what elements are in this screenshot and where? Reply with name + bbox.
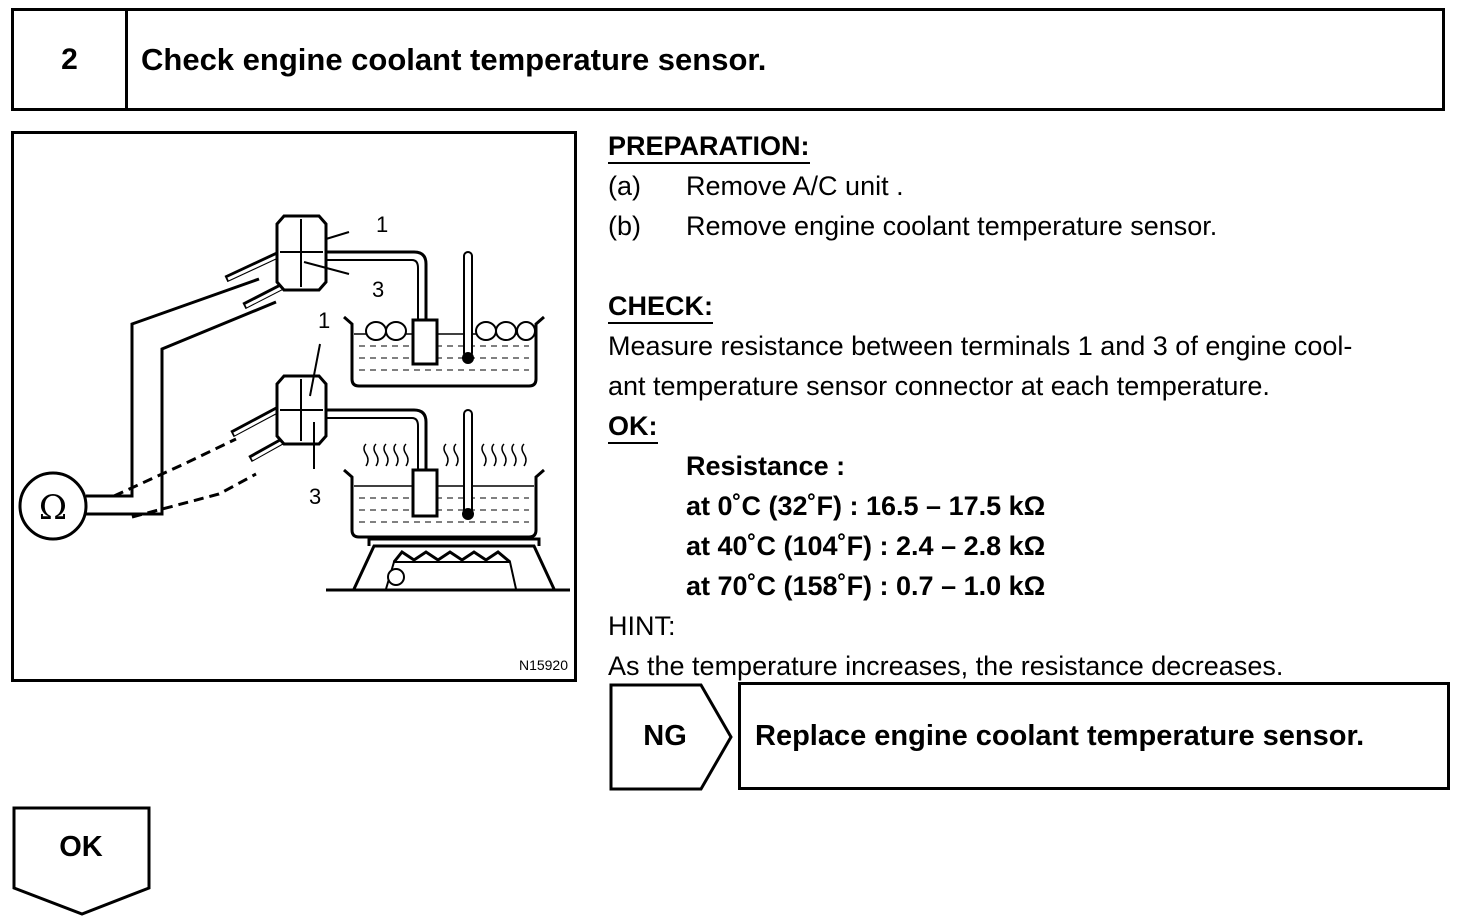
sensor-illustration: Ω 1 3 — [11, 131, 577, 682]
terminal-1-top-label: 1 — [376, 212, 388, 237]
thermometer-cold-icon — [463, 251, 473, 358]
step-number: 2 — [14, 11, 128, 108]
sensor-cold — [411, 318, 439, 366]
resistance-line: at 40˚C (104˚F) : 2.4 – 2.8 kΩ — [686, 531, 1046, 561]
ng-arrow-icon — [609, 683, 733, 791]
ohmmeter-symbol: Ω — [39, 488, 67, 528]
sensor-diagram: Ω 1 3 — [18, 212, 570, 592]
step-header: 2 Check engine coolant temperature senso… — [11, 8, 1445, 111]
beaker-cold — [343, 315, 545, 388]
ohmmeter-icon — [18, 471, 88, 541]
procedure-text: PREPARATION: (a) Remove A/C unit . (b) R… — [608, 126, 1458, 686]
figure-code: N15920 — [518, 657, 568, 673]
terminal-3-bottom-label: 3 — [309, 484, 321, 509]
burner-icon — [352, 537, 556, 590]
terminal-3-top-label: 3 — [372, 277, 384, 302]
check-text-line-1: Measure resistance between terminals 1 a… — [608, 331, 1353, 361]
hint-text: As the temperature increases, the resist… — [608, 651, 1284, 681]
beaker-hot — [343, 468, 545, 539]
ng-action: Replace engine coolant temperature senso… — [738, 682, 1450, 790]
check-heading: CHECK: — [608, 290, 713, 324]
preparation-item: (b) Remove engine coolant temperature se… — [608, 211, 1218, 241]
ok-label: OK — [59, 830, 103, 863]
resistance-line: at 0˚C (32˚F) : 16.5 – 17.5 kΩ — [686, 491, 1046, 521]
ok-arrow-icon — [12, 806, 151, 916]
resistance-title: Resistance : — [686, 451, 846, 481]
ng-label: NG — [643, 720, 687, 752]
sensor-hot — [411, 468, 439, 518]
terminal-1-bottom-label: 1 — [318, 308, 330, 333]
step-title: Check engine coolant temperature sensor. — [141, 41, 767, 77]
preparation-item: (a) Remove A/C unit . — [608, 171, 904, 201]
resistance-spec: Resistance : at 0˚C (32˚F) : 16.5 – 17.5… — [608, 446, 1458, 606]
thermometer-hot-icon — [463, 409, 473, 515]
preparation-heading: PREPARATION: — [608, 130, 810, 164]
check-text-line-2: ant temperature sensor connector at each… — [608, 371, 1270, 401]
resistance-line: at 70˚C (158˚F) : 0.7 – 1.0 kΩ — [686, 571, 1046, 601]
hint-heading: HINT: — [608, 611, 676, 641]
ok-spec-heading: OK: — [608, 410, 658, 444]
